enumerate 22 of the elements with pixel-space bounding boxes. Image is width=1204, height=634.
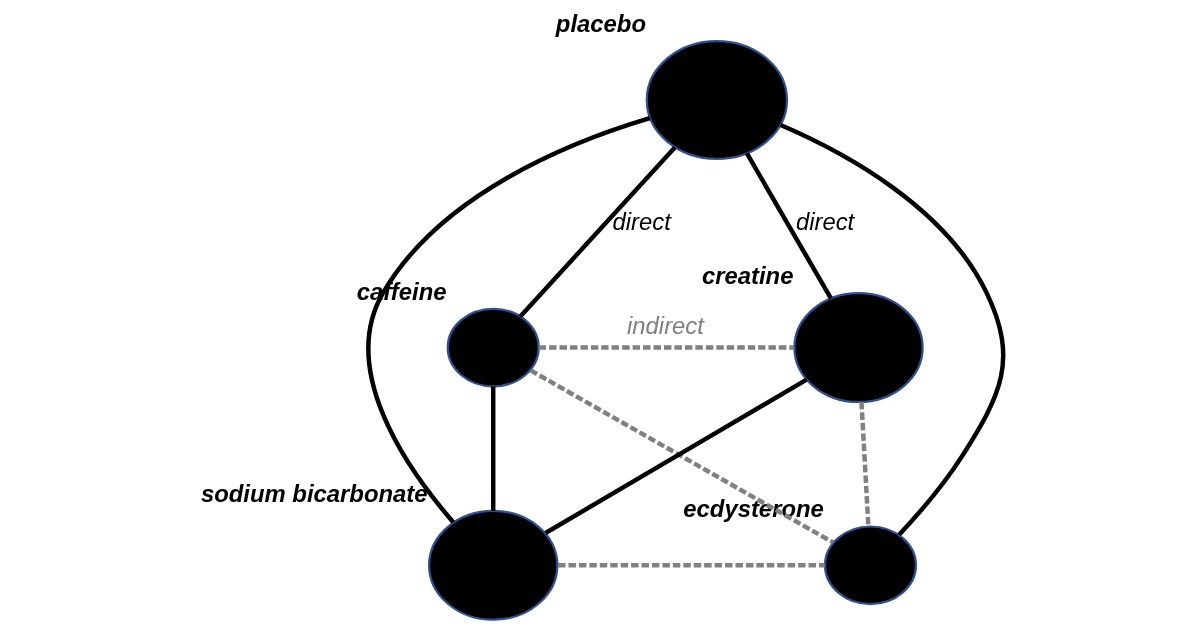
node-label: creatine [701, 261, 793, 289]
connector [557, 563, 825, 568]
node-label: placebo [555, 9, 646, 37]
connector [365, 116, 650, 524]
node-label: sodium bicarbonate [200, 479, 428, 507]
node-circle [446, 307, 540, 388]
connector [744, 152, 833, 300]
node-circle [792, 292, 924, 404]
node-label: ecdysterone [682, 495, 824, 523]
connector [518, 146, 676, 318]
node-circle [823, 525, 917, 606]
connector [543, 377, 808, 535]
connector [490, 386, 495, 511]
edge-label: indirect [626, 311, 704, 339]
connector [538, 345, 794, 350]
connector [779, 123, 1005, 537]
node-circle [645, 40, 788, 161]
node-circle [427, 509, 558, 621]
edge-label: direct [795, 208, 854, 236]
connector [858, 402, 871, 527]
edge-label: direct [612, 208, 671, 236]
connector [529, 368, 834, 545]
